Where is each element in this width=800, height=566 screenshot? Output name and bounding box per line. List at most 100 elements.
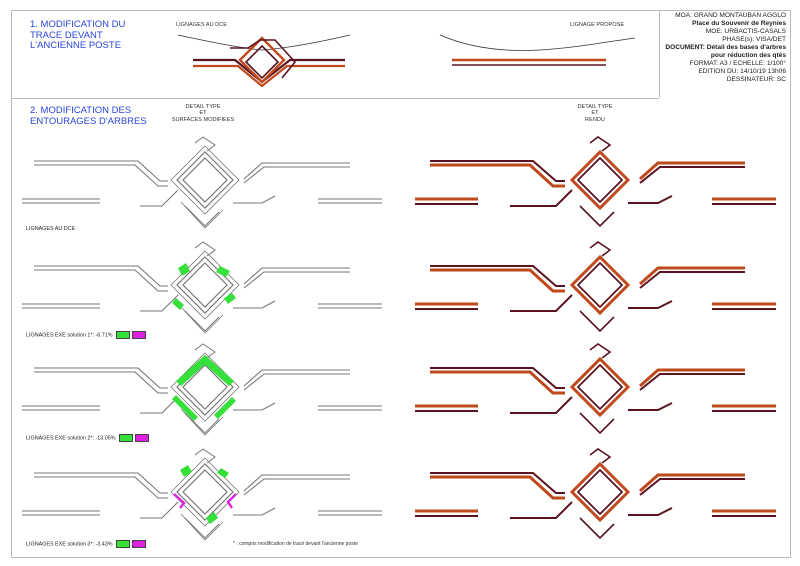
rendered-tree-surround <box>569 356 631 418</box>
tb-moe: MOE: URBACTIS-CASALS <box>705 28 786 35</box>
column-header-left: DETAIL TYPE ET SURFACES MODIFIEES <box>168 104 238 123</box>
legend-added-chip <box>116 331 131 339</box>
tree-surround-tail <box>180 201 224 229</box>
column-header-line: RENDU <box>585 116 605 123</box>
tb-edition: EDITION DU: 14/10/19 13h06 <box>698 68 786 75</box>
label-lignage-propose: LIGNAGE PROPOSE <box>570 22 625 28</box>
tree-surround-notch <box>194 241 216 257</box>
label-dce-row: LIGNAGES AU DCE <box>26 226 76 232</box>
solution-value: -6.71% <box>95 332 113 339</box>
rendered-tail <box>579 412 615 435</box>
surface-added-patch <box>216 266 230 277</box>
solution-label-text: LIGNAGES EXE solution 3*: <box>26 541 95 548</box>
rendered-tree-inner <box>576 261 624 309</box>
tree-surround-offset <box>170 250 240 320</box>
rendered-tree-inner <box>576 156 624 204</box>
curb-detail-line <box>230 39 297 79</box>
surface-added-patch <box>176 355 210 386</box>
rendered-curb-orange <box>430 268 565 293</box>
rendered-tree-surround <box>569 254 631 316</box>
curb-outline-line <box>243 373 350 391</box>
rendered-tree-inner <box>576 363 624 411</box>
tb-phase: PHASE(s): VISA/DET <box>722 36 786 43</box>
surface-removed-line <box>226 493 237 509</box>
solution-value: -3.43% <box>95 541 113 548</box>
section1-title: 1. MODIFICATION DU TRACE DEVANT L'ANCIEN… <box>30 19 126 52</box>
curb-outline-line <box>243 271 350 289</box>
curb-outline-line <box>243 162 350 180</box>
rendered-curb-dark <box>639 271 745 289</box>
title-block: MOA: GRAND MONTAUBAN AGGLO Place du Souv… <box>665 12 786 84</box>
solution-1-label: LIGNAGES EXE solution 1*: -6.71% <box>26 331 147 339</box>
tree-surround-offset <box>170 457 240 527</box>
section1-title-line: 1. MODIFICATION DU <box>30 19 126 30</box>
tb-dessinateur: DESSINATEUR: SC <box>726 76 786 83</box>
column-header-line: ET <box>591 110 599 117</box>
rendered-curb-orange <box>430 475 565 500</box>
legend-added-chip <box>119 434 134 442</box>
column-header-line: SURFACES MODIFIEES <box>171 116 235 123</box>
rendered-curb-dark <box>430 265 565 287</box>
rendered-curb-dark <box>628 195 673 204</box>
surface-added-patch <box>180 465 192 477</box>
curb-outline-line <box>243 478 350 496</box>
rendered-tail <box>579 310 615 333</box>
curb-outline-line <box>233 195 276 204</box>
rendered-tail <box>579 517 615 540</box>
rendered-tree-inner <box>576 468 624 516</box>
rendered-tree-surround <box>569 461 631 523</box>
tree-surround-outline <box>238 36 286 84</box>
curb-outline-line <box>34 164 168 187</box>
curb-outline-line <box>34 476 168 499</box>
tree-surround-inner <box>244 44 280 80</box>
curb-outline-line <box>34 371 168 394</box>
curb-outline-line <box>34 269 168 292</box>
solution-label-text: LIGNAGES EXE solution 1*: <box>26 332 95 339</box>
rendered-curb-orange <box>430 163 565 188</box>
tree-surround-inner <box>182 262 228 308</box>
column-header-line: DETAIL TYPE <box>185 104 221 110</box>
sheet-frame <box>11 10 791 558</box>
curb-curve <box>177 34 351 51</box>
solution-3-label: LIGNAGES EXE solution 3*: -3.43% <box>26 540 147 548</box>
tb-document: DOCUMENT: Détail des bases d'arbres <box>665 44 786 51</box>
legend-removed-chip <box>132 331 147 339</box>
tree-surround-inner <box>182 469 228 515</box>
surface-added-patch <box>172 298 184 310</box>
rendered-curb-dark <box>639 478 745 496</box>
rendered-curb-orange <box>639 473 745 493</box>
curb-outline-line <box>34 472 168 494</box>
rendered-curb-dark <box>430 160 565 182</box>
rendered-curb-dark <box>510 501 573 519</box>
legend-removed-chip <box>132 540 147 548</box>
solution-2-label: LIGNAGES EXE solution 2*: -13.05% <box>26 434 150 442</box>
rendered-tail <box>579 205 615 228</box>
surface-added-patch <box>217 468 229 478</box>
curb-outline-line <box>233 300 276 309</box>
curb-outline-line <box>34 160 168 182</box>
curb-outline-line <box>140 189 179 207</box>
tree-surround-inner <box>182 157 228 203</box>
tree-surround-tail <box>180 306 224 334</box>
section2-title: 2. MODIFICATION DES ENTOURAGES D'ARBRES <box>30 105 147 127</box>
rendered-curb-dark <box>510 396 573 414</box>
surface-removed-line <box>173 493 186 509</box>
legend-added-chip <box>116 540 131 548</box>
label-lignages-dce: LIGNAGES AU DCE <box>176 22 227 28</box>
surface-added-patch <box>200 355 234 386</box>
tree-surround-outline <box>176 463 234 521</box>
rendered-curb-orange <box>430 370 565 395</box>
curb-line-orange <box>193 64 345 88</box>
curb-outline-line <box>233 507 276 516</box>
tb-document-2: pour réduction des qtés <box>710 52 786 59</box>
section2-title-line: ENTOURAGES D'ARBRES <box>30 115 147 127</box>
rendered-curb-orange <box>639 368 745 388</box>
column-header-right: DETAIL TYPE ET RENDU <box>570 104 620 123</box>
section1-title-line: TRACE DEVANT <box>30 29 103 41</box>
rendered-curb-dark <box>639 373 745 391</box>
rendered-tree-surround <box>569 149 631 211</box>
rendered-curb-dark <box>430 472 565 494</box>
tree-surround-notch <box>194 448 216 464</box>
